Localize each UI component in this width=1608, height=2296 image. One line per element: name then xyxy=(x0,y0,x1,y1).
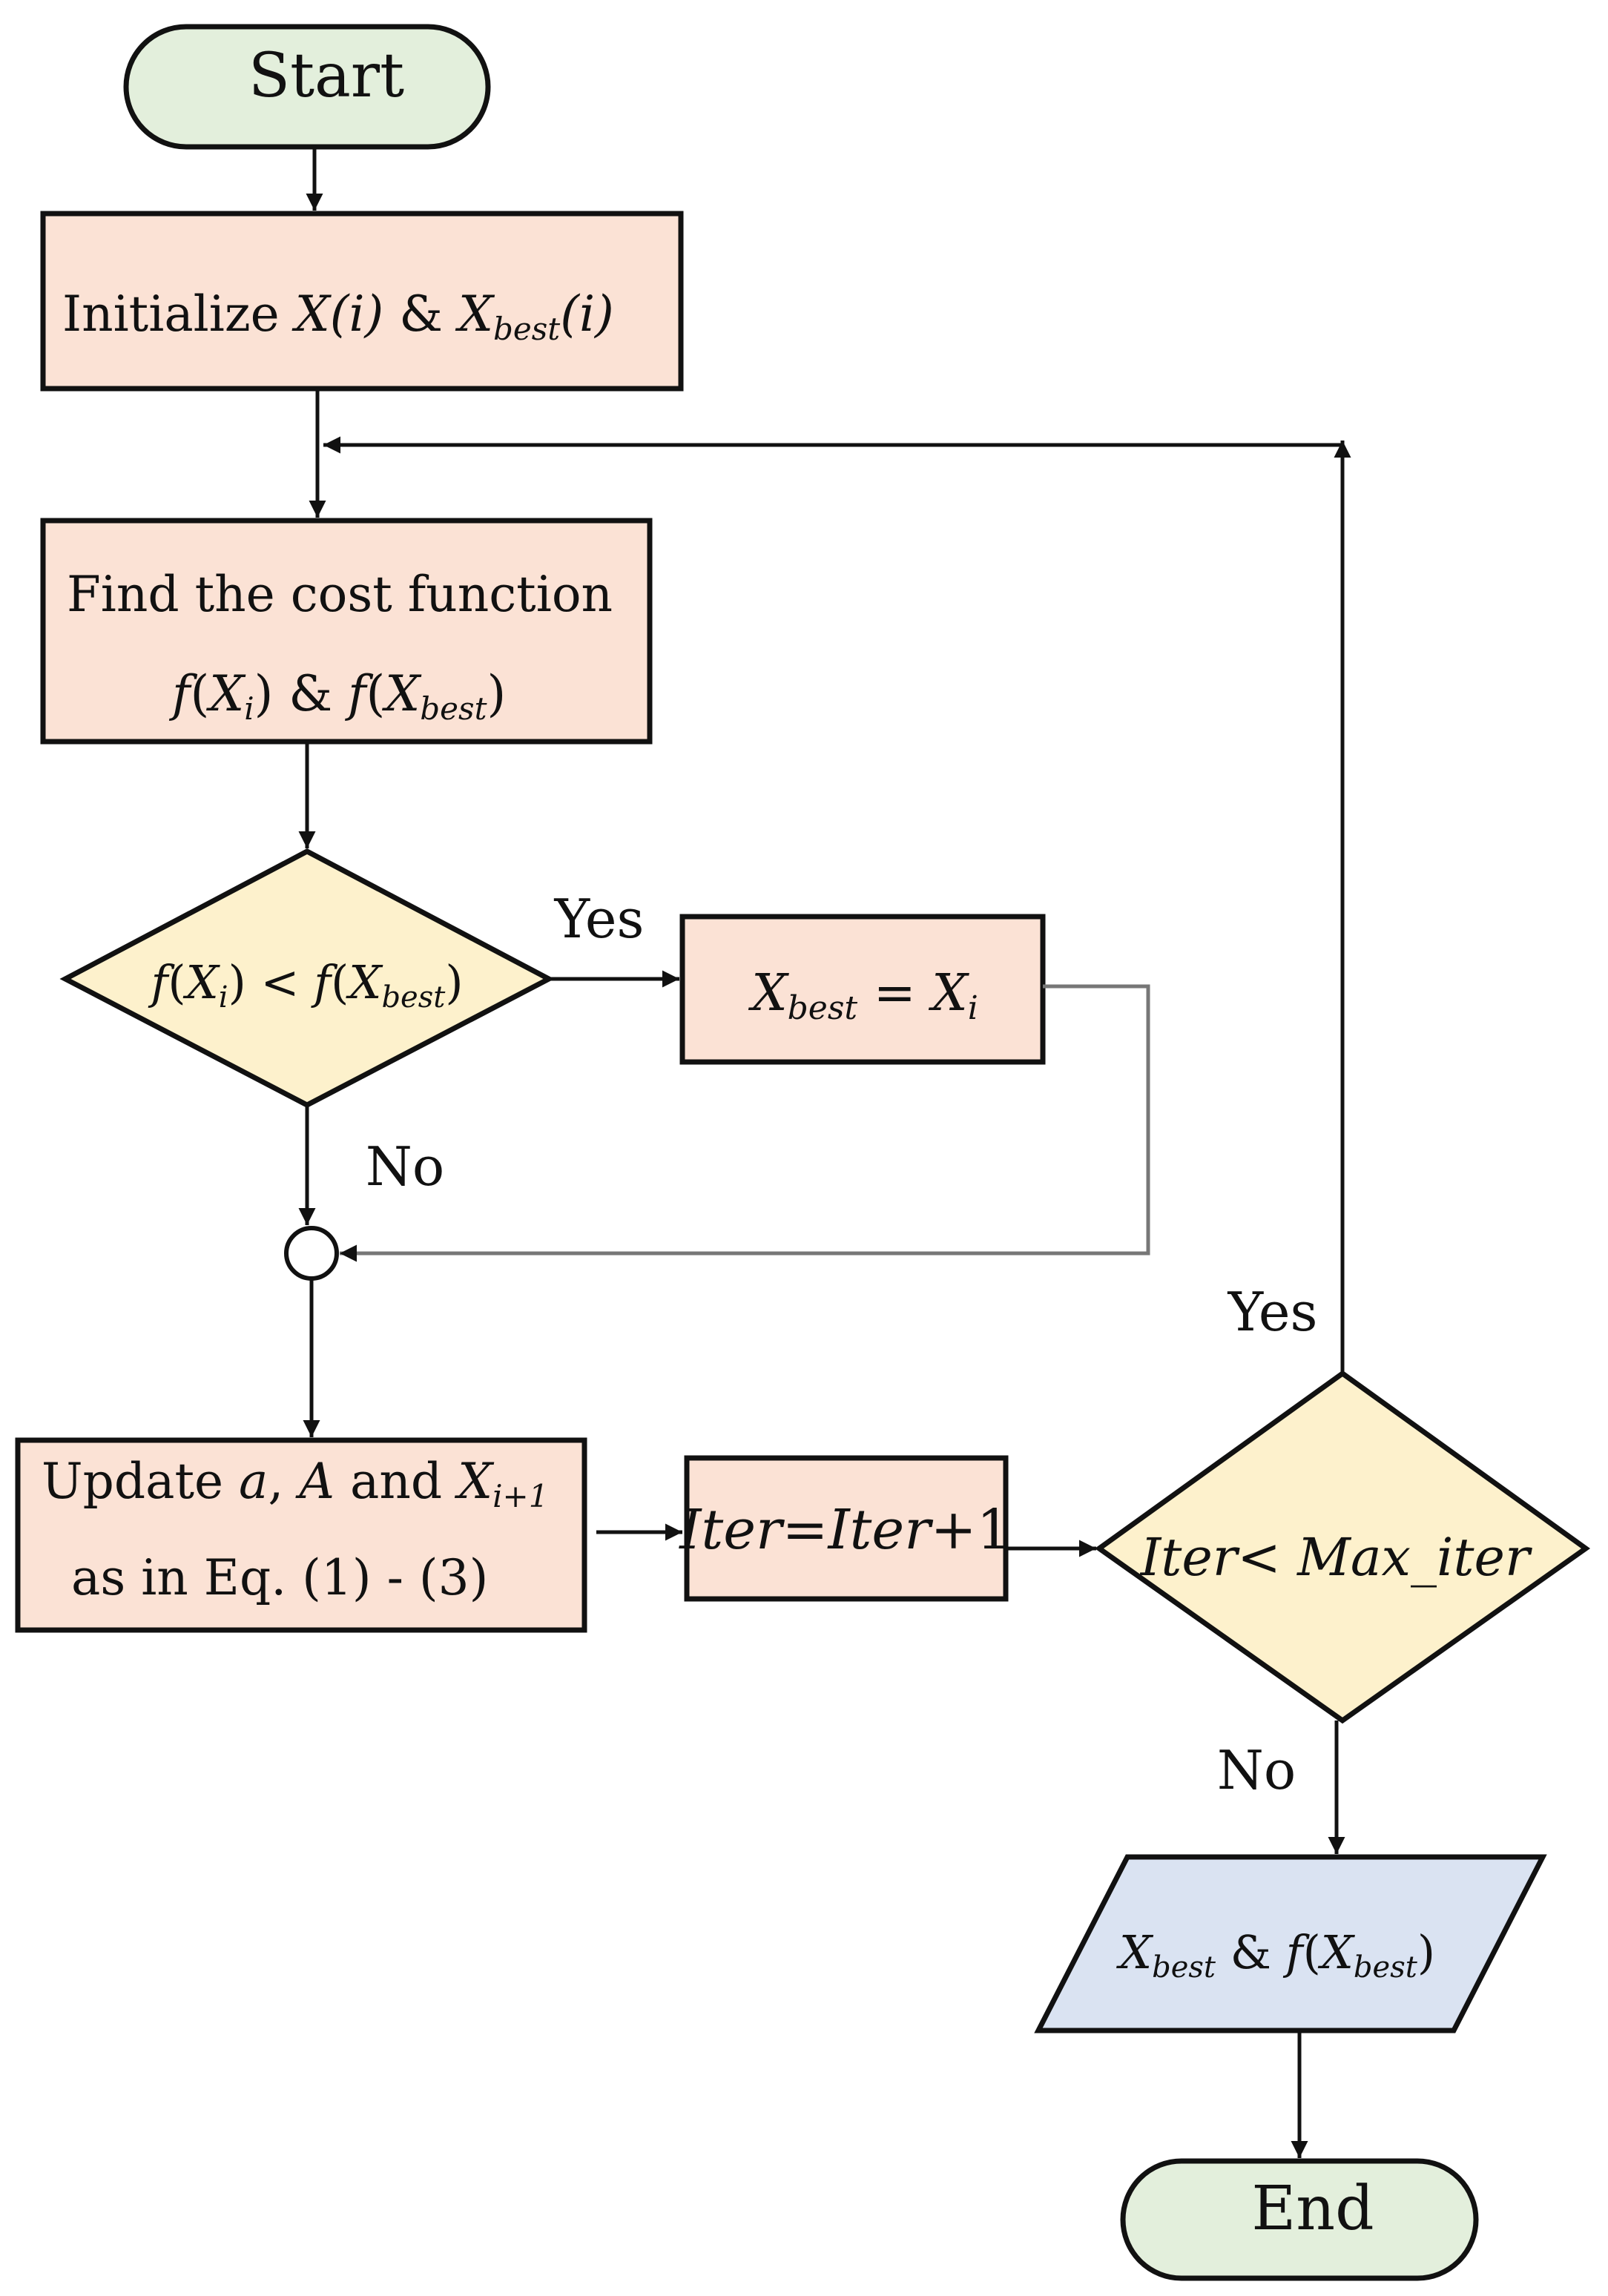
iteration-decision-label: Iter< Max_iter xyxy=(1139,1527,1532,1588)
end-label: End xyxy=(1251,2174,1374,2244)
cost-function-line2: f(Xi) & f(Xbest) xyxy=(168,665,506,727)
update-line1: Update a, A and Xi+1 xyxy=(42,1453,548,1514)
update-line2: as in Eq. (1) - (3) xyxy=(71,1549,488,1606)
decision1-no-label: No xyxy=(366,1135,444,1198)
update-process xyxy=(15,1437,587,1633)
start-label: Start xyxy=(248,41,404,111)
initialize-label: Initialize X(i) & Xbest(i) xyxy=(62,286,614,347)
assign-best-process xyxy=(679,914,1046,1065)
output-label: Xbest & f(Xbest) xyxy=(1116,1925,1435,1985)
increment-process xyxy=(684,1455,1009,1602)
increment-label: Iter=Iter+1 xyxy=(678,1498,1011,1562)
end-terminal xyxy=(1120,2158,1479,2281)
decision2-yes-label: Yes xyxy=(1228,1281,1318,1343)
initialize-process xyxy=(40,211,684,392)
decision1-yes-label: Yes xyxy=(554,888,645,950)
arrow-assign-to-merge xyxy=(340,984,1150,1262)
cost-comparison-label: f(Xi) < f(Xbest) xyxy=(148,955,463,1015)
merge-connector xyxy=(284,1226,339,1281)
iteration-decision xyxy=(1094,1370,1591,1724)
cost-function-process xyxy=(40,518,653,745)
output-parallelogram xyxy=(1034,1854,1547,2033)
assign-best-label: Xbest = Xi xyxy=(748,964,978,1027)
decision2-no-label: No xyxy=(1217,1739,1296,1801)
start-terminal xyxy=(123,24,491,150)
cost-function-line1: Find the cost function xyxy=(67,566,613,623)
